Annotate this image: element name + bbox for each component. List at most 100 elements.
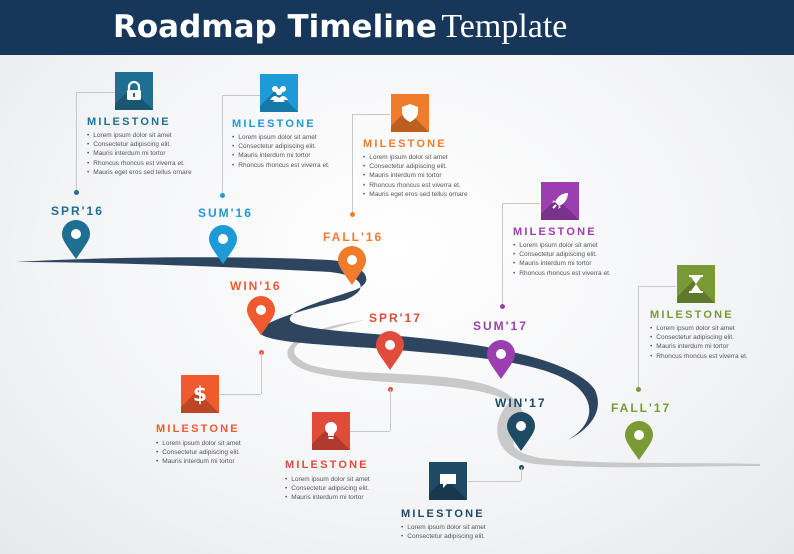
map-pin-icon: [209, 225, 237, 264]
connector-dot: [73, 189, 79, 195]
milestone-icon-box: [677, 265, 715, 303]
milestone-label: MILESTONE: [650, 309, 734, 321]
bullet-item: Consectetur adipiscing elit.: [156, 448, 241, 457]
bullet-item: Consectetur adipiscing elit.: [232, 142, 330, 151]
season-label: SPR'17: [369, 311, 422, 325]
milestone-bullets: Lorem ipsum dolor sit amet Consectetur a…: [401, 523, 486, 541]
connector-line: [390, 389, 391, 431]
milestone-icon-box: [541, 182, 579, 220]
season-label: SUM'17: [473, 319, 528, 333]
connector-line: [638, 286, 676, 287]
map-pin-icon: [247, 296, 275, 335]
connector-line: [352, 114, 390, 115]
bullet-item: Lorem ipsum dolor sit amet: [232, 133, 330, 142]
rocket-icon: [541, 182, 579, 220]
hourglass-icon: [677, 265, 715, 303]
milestone-label: MILESTONE: [87, 116, 171, 128]
milestone-label: MILESTONE: [363, 138, 447, 150]
bullet-item: Rhoncus rhoncus est viverra et.: [232, 161, 329, 170]
lock-icon: [115, 72, 153, 110]
bullet-item: Mauris interdum mi tortor: [513, 259, 611, 268]
season-label: WIN'17: [495, 396, 547, 410]
connector-line: [222, 95, 223, 195]
milestone-label: MILESTONE: [513, 226, 597, 238]
connector-line: [220, 394, 261, 395]
season-label: SPR'16: [51, 204, 104, 218]
people-icon: [260, 74, 298, 112]
milestone-icon-box: [391, 94, 429, 132]
title-bold: Roadmap Timeline: [113, 9, 437, 45]
bullet-item: Consectetur adipiscing elit.: [650, 333, 748, 342]
bullet-item: Consectetur adipiscing elit.: [285, 484, 370, 493]
bullet-item: Lorem ipsum dolor sit amet: [363, 153, 468, 162]
connector-line: [502, 203, 503, 306]
connector-line: [76, 92, 116, 93]
season-label: FALL'17: [611, 401, 672, 415]
bullet-item: Rhoncus rhoncus est viverra et.: [650, 352, 747, 361]
connector-line: [502, 203, 540, 204]
connector-dot: [499, 303, 505, 309]
bullet-item: Lorem ipsum dolor sit amet: [401, 523, 485, 532]
bullet-item: Lorem ipsum dolor sit amet: [650, 324, 748, 333]
milestone-icon-box: [429, 462, 467, 500]
milestone-bullets: Lorem ipsum dolor sit amet Consectetur a…: [232, 133, 330, 170]
milestone-bullets: Lorem ipsum dolor sit amet Consectetur a…: [156, 439, 241, 467]
title-regular: Template: [441, 8, 568, 45]
connector-line: [222, 95, 260, 96]
milestone-label: MILESTONE: [156, 423, 240, 435]
bullet-item: Consectetur adipiscing elit.: [363, 162, 468, 171]
milestone-icon-box: $: [181, 375, 219, 413]
connector-dot: [219, 192, 225, 198]
bullet-item: Lorem ipsum dolor sit amet: [285, 475, 369, 484]
connector-line: [468, 481, 521, 482]
map-pin-icon: [376, 331, 404, 370]
connector-dot: [635, 386, 641, 392]
map-pin-icon: [338, 246, 366, 285]
milestone-icon-box: [115, 72, 153, 110]
bullet-item: Mauris interdum mi tortor: [650, 342, 748, 351]
bullet-item: Consectetur adipiscing elit.: [513, 250, 611, 259]
milestone-label: MILESTONE: [285, 459, 369, 471]
bullet-item: Mauris interdum mi tortor: [156, 457, 241, 466]
dollar-icon: $: [193, 382, 207, 406]
milestone-bullets: Lorem ipsum dolor sit amet Consectetur a…: [285, 475, 370, 503]
bullet-item: Consectetur adipiscing elit.: [401, 532, 486, 541]
shield-icon: [391, 94, 429, 132]
milestone-label: MILESTONE: [232, 118, 316, 130]
lightbulb-icon: [312, 412, 350, 450]
connector-line: [76, 92, 77, 192]
connector-line: [521, 467, 522, 481]
chat-icon: [429, 462, 467, 500]
bullet-item: Mauris interdum mi tortor: [232, 151, 330, 160]
milestone-icon-box: [312, 412, 350, 450]
bullet-item: Mauris interdum mi tortor: [285, 493, 370, 502]
bullet-item: Mauris interdum mi tortor: [363, 171, 468, 180]
bullet-item: Lorem ipsum dolor sit amet: [156, 439, 240, 448]
bullet-item: Lorem ipsum dolor sit amet: [513, 241, 611, 250]
bullet-item: Rhoncus rhoncus est viverra et.: [87, 159, 192, 168]
header-bar: Roadmap Timeline Template: [0, 0, 794, 55]
map-pin-icon: [62, 220, 90, 259]
bullet-item: Mauris eget eros sed tellus ornare: [363, 190, 467, 199]
map-pin-icon: [487, 340, 515, 379]
bullet-item: Mauris interdum mi tortor: [87, 149, 192, 158]
bullet-item: Consectetur adipiscing elit.: [87, 140, 192, 149]
season-label: FALL'16: [323, 230, 384, 244]
bullet-item: Mauris eget eros sed tellus ornare: [87, 168, 191, 177]
bullet-item: Lorem ipsum dolor sit amet: [87, 131, 192, 140]
milestone-bullets: Lorem ipsum dolor sit amet Consectetur a…: [650, 324, 748, 361]
milestone-bullets: Lorem ipsum dolor sit amet Consectetur a…: [363, 153, 468, 199]
connector-line: [350, 431, 390, 432]
map-pin-icon: [625, 421, 653, 460]
milestone-icon-box: [260, 74, 298, 112]
bullet-item: Rhoncus rhoncus est viverra et.: [363, 181, 468, 190]
milestone-label: MILESTONE: [401, 508, 485, 520]
connector-line: [352, 114, 353, 214]
page-title: Roadmap Timeline Template: [113, 7, 567, 53]
map-pin-icon: [507, 412, 535, 451]
milestone-bullets: Lorem ipsum dolor sit amet Consectetur a…: [513, 241, 611, 278]
road-dark: [16, 257, 598, 440]
milestone-bullets: Lorem ipsum dolor sit amet Consectetur a…: [87, 131, 192, 177]
connector-dot: [349, 211, 355, 217]
